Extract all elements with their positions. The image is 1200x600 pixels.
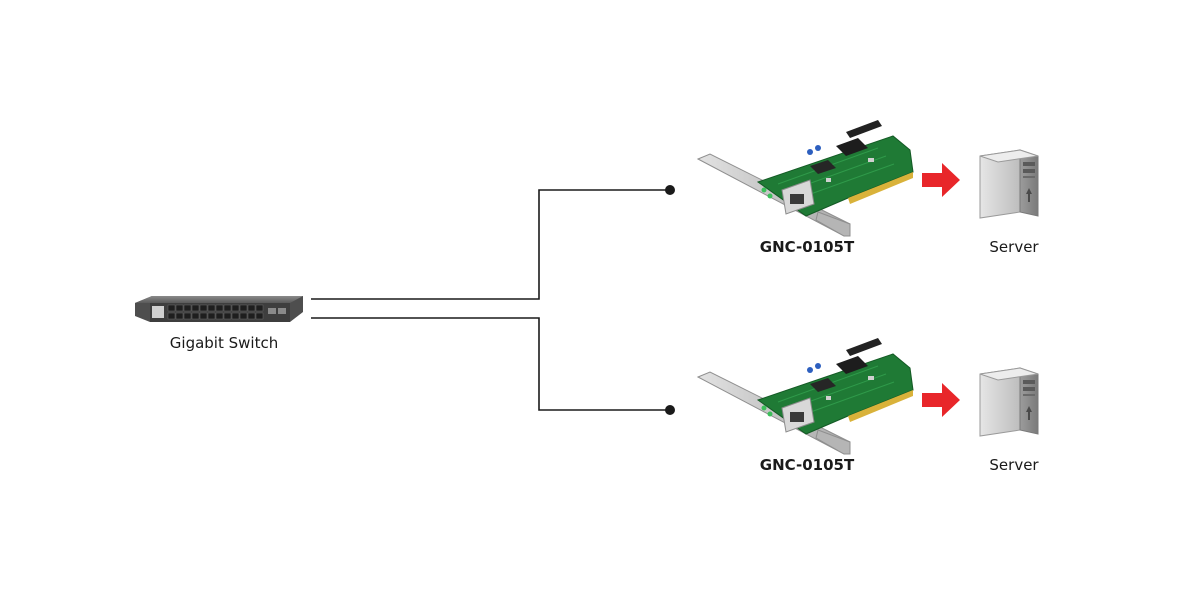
switch-label: Gigabit Switch [169, 334, 279, 352]
server-icon [979, 149, 1039, 219]
nic-label: GNC-0105T [759, 238, 855, 256]
arrow-right-icon [922, 163, 960, 197]
server-label: Server [989, 456, 1039, 474]
cable-to-nic-1 [311, 189, 670, 300]
network-card-icon [697, 337, 914, 455]
network-card-icon [697, 119, 914, 237]
nic-label: GNC-0105T [759, 456, 855, 474]
switch-icon [135, 296, 303, 322]
server-label: Server [989, 238, 1039, 256]
arrow-right-icon [922, 383, 960, 417]
server-icon [979, 367, 1039, 437]
cable-to-nic-2 [311, 317, 670, 411]
cable-endpoint-1 [665, 185, 675, 195]
cable-endpoint-2 [665, 405, 675, 415]
